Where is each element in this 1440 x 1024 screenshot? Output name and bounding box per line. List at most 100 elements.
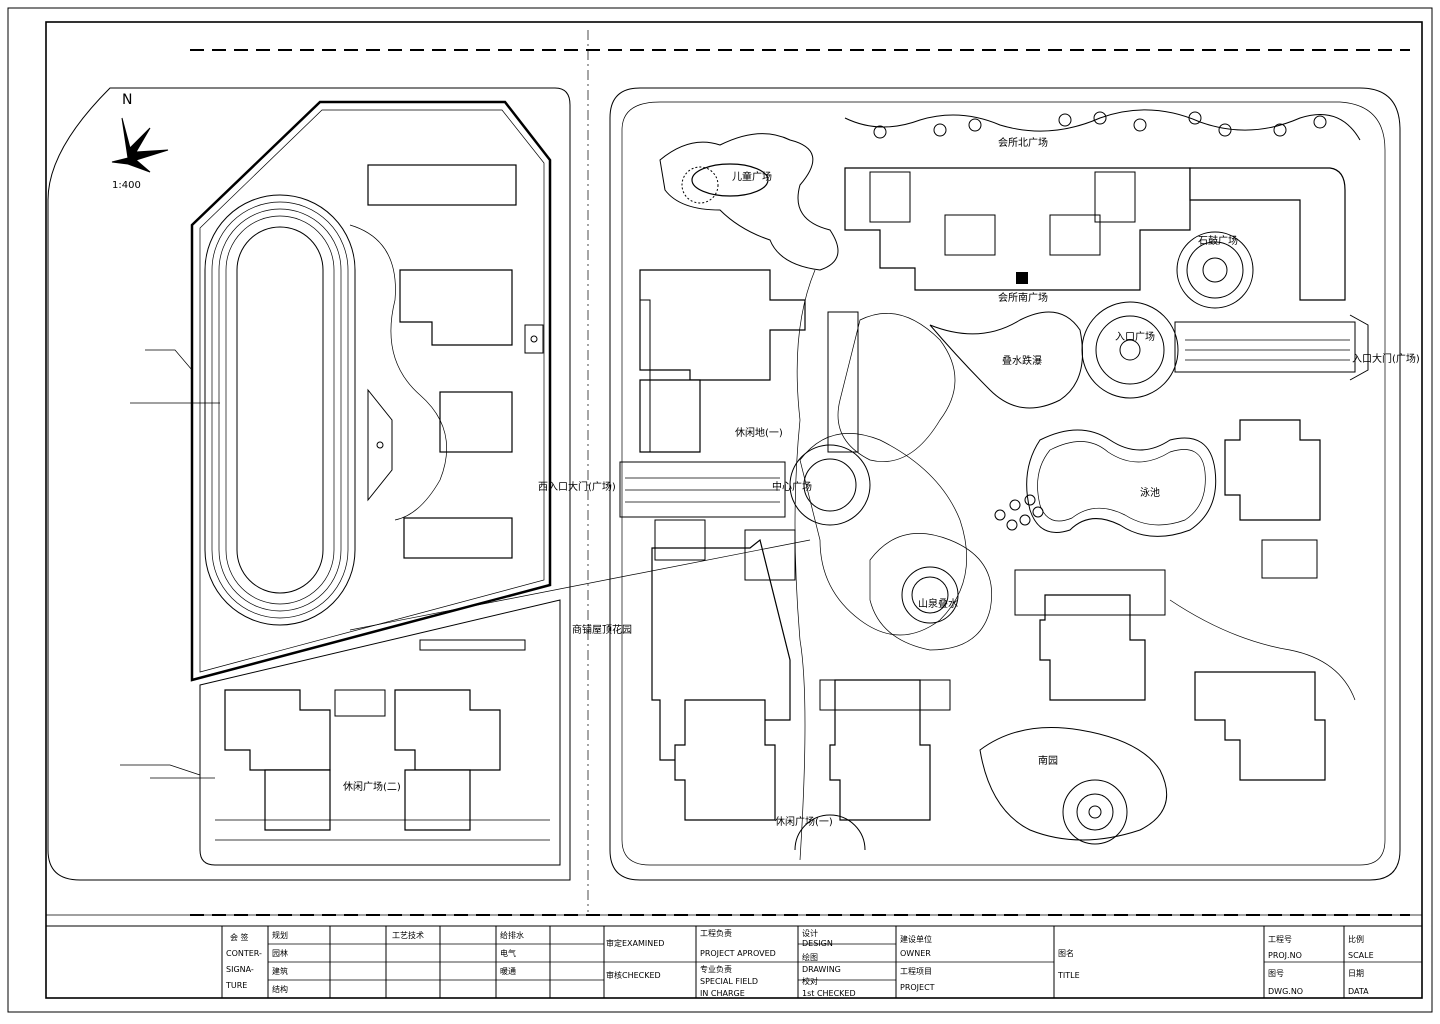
se-apartment-block: [1194, 671, 1326, 781]
tb-contersignature-3: TURE: [225, 981, 247, 990]
sw-walkway: [215, 819, 550, 841]
tb-row4-c1: 结构: [272, 984, 288, 994]
sports-field-boundary: [190, 100, 552, 682]
north-label: N: [122, 92, 132, 108]
sw-residential-block-1: [224, 689, 331, 831]
tb-in-charge: IN CHARGE: [700, 989, 745, 998]
tb-drawing-en: DRAWING: [802, 965, 841, 974]
stepping-stones: [994, 494, 1044, 531]
stone-plaza-rosette: [1176, 231, 1254, 309]
leader-line-1: [145, 349, 193, 371]
south-garden-circle: [1062, 779, 1128, 845]
tb-row3-c1: 建筑: [272, 966, 288, 976]
tb-special-field-cn: 专业负责: [700, 964, 732, 974]
tb-design-en: DESIGN: [802, 939, 833, 948]
tb-date-en: DATA: [1348, 987, 1369, 996]
running-track-lane-1: [211, 201, 349, 619]
nw-apartment-block: [639, 269, 806, 453]
east-apartment-block-1: [1224, 419, 1321, 521]
label-fountain: 叠水跌瀑: [1002, 354, 1042, 367]
scale-label: 1:400: [112, 180, 141, 191]
sw-parcel: [199, 599, 561, 866]
tb-drawing-cn: 绘图: [802, 952, 818, 962]
tb-checked: 审核CHECKED: [606, 970, 661, 980]
tb-proj-no-en: PROJ.NO: [1268, 951, 1302, 960]
tb-special-field-en: SPECIAL FIELD: [700, 977, 758, 986]
tb-dwg-no-cn: 图号: [1268, 969, 1284, 978]
east-pergola: [1261, 539, 1318, 579]
label-leisure-plaza-top: 休闲地(一): [735, 426, 783, 439]
lawn-3: [869, 533, 992, 651]
tb-row3-c5: 暖通: [500, 966, 516, 976]
school-building-2: [399, 269, 513, 346]
tb-dwg-no-en: DWG.NO: [1268, 987, 1303, 996]
west-loop-road: [794, 269, 816, 861]
label-shop-roof-garden: 商铺屋顶花园: [572, 623, 632, 636]
tb-owner-en: OWNER: [900, 949, 931, 958]
label-club-south-plaza: 会所南广场: [998, 291, 1048, 304]
entrance-plaza-circle: [1081, 301, 1179, 399]
east-entrance-boulevard: [1174, 321, 1356, 373]
label-main-plaza: 入口广场: [1115, 330, 1155, 343]
pool-inner: [1037, 441, 1206, 526]
central-plaza-circle: [789, 444, 871, 526]
tb-project-approved-en: PROJECT APROVED: [700, 949, 776, 958]
west-pergola: [654, 519, 706, 561]
center-apartment-block: [1014, 569, 1166, 701]
fountain-area: [929, 311, 1083, 409]
tb-examined: 审定EXAMINED: [606, 938, 664, 948]
shop-strip: [419, 639, 526, 651]
north-tree-row: [873, 111, 1327, 139]
south-apartment-block-2: [829, 679, 931, 821]
tb-sign-col: 会 签: [230, 932, 249, 942]
north-garden-edge: [844, 109, 1361, 141]
clubhouse-building: [844, 167, 1191, 291]
running-track-infield: [236, 226, 324, 594]
tb-proj-no-cn: 工程号: [1268, 935, 1292, 944]
running-track-outer: [204, 194, 356, 626]
lawn-2: [799, 433, 967, 636]
tb-contersignature-1: CONTER-: [226, 949, 262, 958]
hill-spring-circle: [901, 566, 959, 624]
south-apartment-block-1: [674, 699, 776, 821]
tb-scale-en: SCALE: [1348, 951, 1374, 960]
east-parcel-boundary: [609, 87, 1401, 881]
school-building-3: [439, 391, 513, 453]
west-entrance-hatching: [625, 477, 780, 503]
tb-checked1-en: 1st CHECKED: [802, 989, 856, 998]
tb-row1-c3: 工艺技术: [392, 930, 424, 940]
tb-row1-c5: 给排水: [500, 930, 524, 940]
children-plaza-area: [659, 133, 839, 271]
tb-date-cn: 日期: [1348, 969, 1364, 978]
east-entrance-hatching: [1185, 339, 1350, 361]
west-gate-mark: [530, 335, 538, 343]
label-central-plaza: 中心广场: [772, 480, 812, 493]
sw-connector: [334, 689, 386, 717]
north-arrow-icon: N: [111, 92, 169, 173]
label-hill-water: 山泉叠水: [918, 597, 958, 610]
sports-field-inner: [199, 109, 545, 673]
east-wing-building: [1189, 167, 1346, 301]
label-stone-plaza: 石鼓广场: [1198, 234, 1238, 247]
school-building-1: [367, 164, 517, 206]
running-track-lane-2: [218, 208, 342, 612]
east-inner-road: [621, 101, 1386, 866]
tb-owner-cn: 建设单位: [900, 934, 932, 944]
south-block-link: [819, 679, 951, 711]
tb-title-en: TITLE: [1057, 971, 1080, 980]
tb-title-cn: 图名: [1058, 948, 1074, 958]
tb-project-en: PROJECT: [900, 983, 935, 992]
tb-row2-c1: 园林: [272, 948, 288, 958]
running-track-lane-3: [225, 215, 335, 605]
tb-checked1-cn: 校对: [802, 976, 818, 986]
label-pool: 泳池: [1140, 486, 1160, 499]
east-loop-road: [1169, 599, 1356, 701]
south-entry-arc: [794, 814, 866, 851]
tb-contersignature-2: SIGNA-: [226, 965, 254, 974]
sun-sculpture: [681, 166, 719, 204]
label-south-garden: 南园: [1038, 754, 1058, 767]
tb-project-cn: 工程项目: [900, 967, 932, 976]
tb-scale-cn: 比例: [1348, 934, 1364, 944]
